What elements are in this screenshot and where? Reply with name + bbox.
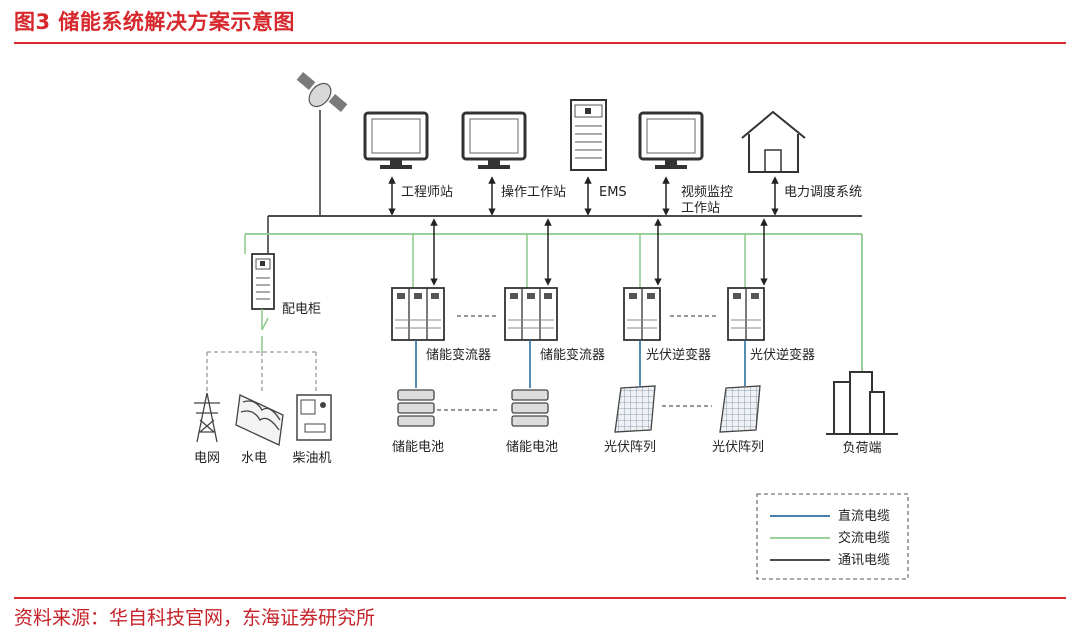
station-label-dispatch: 电力调度系统 (784, 184, 862, 200)
header-rule (14, 42, 1066, 44)
battery-icon (511, 389, 549, 427)
station-label-ems: EMS (599, 185, 627, 200)
legend-comm: 通讯电缆 (838, 552, 890, 568)
station-label-video-1: 视频监控 (681, 185, 733, 200)
solar-panel-icon (719, 385, 761, 433)
station-label-operator: 操作工作站 (501, 184, 566, 200)
distribution-cabinet-label: 配电柜 (282, 302, 321, 317)
source-label-grid: 电网 (194, 451, 220, 466)
legend-ac: 交流电缆 (838, 530, 890, 546)
grid-pylon-icon (194, 392, 220, 443)
legend: 直流电缆 交流电缆 通讯电缆 (756, 493, 909, 580)
dc-cables (415, 340, 746, 388)
diesel-generator-icon (296, 394, 332, 441)
bottom-label-2: 储能电池 (506, 440, 558, 455)
converter-label-3: 光伏逆变器 (646, 347, 711, 363)
breaker-switch (261, 317, 269, 331)
pv-inverter-icon (727, 287, 765, 341)
hydro-icon (235, 394, 284, 446)
ems-server-icon (570, 99, 607, 171)
converter-dashed-links (437, 315, 718, 411)
converter-comm-arrows (430, 218, 768, 286)
video-monitoring-monitor-icon (638, 111, 704, 169)
station-label-engineer: 工程师站 (401, 185, 453, 200)
load-label: 负荷端 (842, 441, 881, 456)
footer-rule (14, 597, 1066, 599)
storage-converter-icon (391, 287, 445, 341)
house-icon (741, 110, 806, 173)
storage-converter-icon (504, 287, 558, 341)
source-note: 资料来源：华自科技官网，东海证券研究所 (14, 607, 376, 629)
solar-panel-icon (614, 385, 656, 433)
pv-inverter-icon (623, 287, 661, 341)
battery-icon (397, 389, 435, 427)
distribution-cabinet-icon (251, 253, 275, 310)
engineer-station-monitor-icon (363, 111, 429, 169)
converter-label-4: 光伏逆变器 (750, 347, 815, 363)
figure-title: 图3 储能系统解决方案示意图 (14, 10, 295, 34)
source-label-diesel: 柴油机 (292, 451, 331, 466)
source-dashed-lines (206, 351, 317, 392)
legend-dc: 直流电缆 (838, 508, 890, 524)
ac-drops (412, 234, 746, 288)
converter-label-1: 储能变流器 (426, 347, 491, 363)
operator-station-monitor-icon (461, 111, 527, 169)
load-building-icon (826, 371, 898, 435)
source-label-hydro: 水电 (241, 451, 267, 466)
bottom-label-4: 光伏阵列 (712, 440, 764, 455)
satellite-icon (296, 72, 348, 215)
converter-label-2: 储能变流器 (540, 347, 605, 363)
bottom-label-3: 光伏阵列 (604, 440, 656, 455)
bottom-label-1: 储能电池 (392, 440, 444, 455)
station-comm-arrows (388, 176, 779, 216)
station-label-video-2: 工作站 (681, 201, 720, 216)
